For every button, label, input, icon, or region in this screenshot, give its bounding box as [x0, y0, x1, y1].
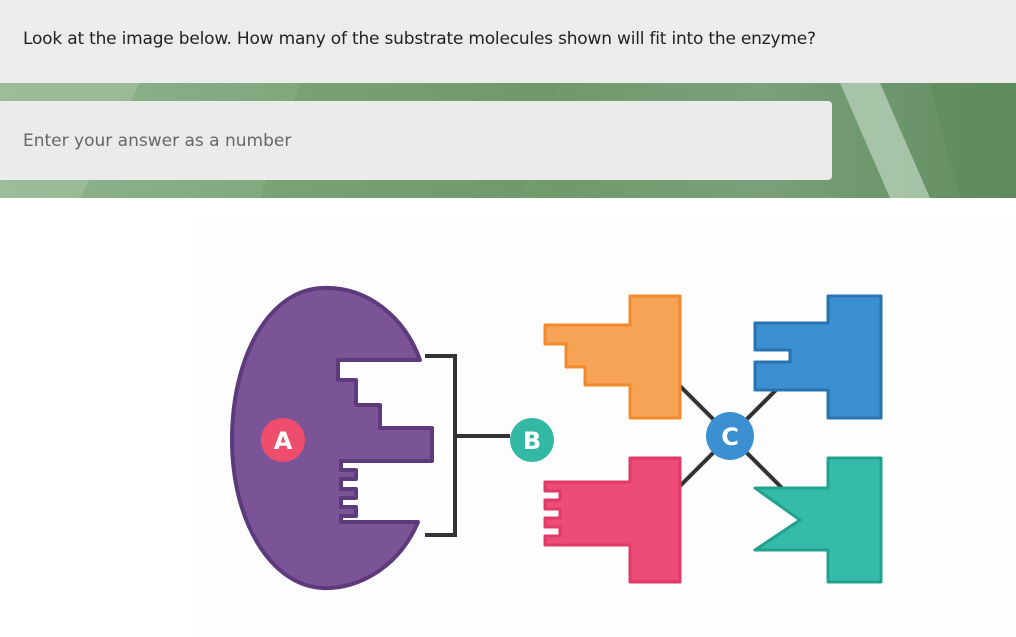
- blue-substrate: [753, 294, 883, 420]
- enzyme-diagram: A B: [230, 285, 883, 591]
- active-site-bracket: [425, 354, 510, 537]
- label-b: B: [523, 427, 541, 455]
- label-b-badge: B: [510, 418, 554, 462]
- label-a-badge: A: [261, 418, 305, 462]
- label-c-badge: C: [706, 412, 754, 460]
- figure-area: A B: [0, 198, 1016, 637]
- answer-input[interactable]: [0, 101, 832, 180]
- teal-substrate: [753, 456, 883, 584]
- label-c: C: [721, 423, 739, 451]
- orange-substrate: [543, 294, 682, 420]
- question-bar: Look at the image below. How many of the…: [0, 0, 1016, 83]
- pink-substrate: [543, 456, 682, 584]
- question-text: Look at the image below. How many of the…: [23, 29, 816, 49]
- figure-panel: A B: [194, 220, 1016, 637]
- enzyme-shape: [230, 285, 434, 591]
- label-a: A: [274, 427, 293, 455]
